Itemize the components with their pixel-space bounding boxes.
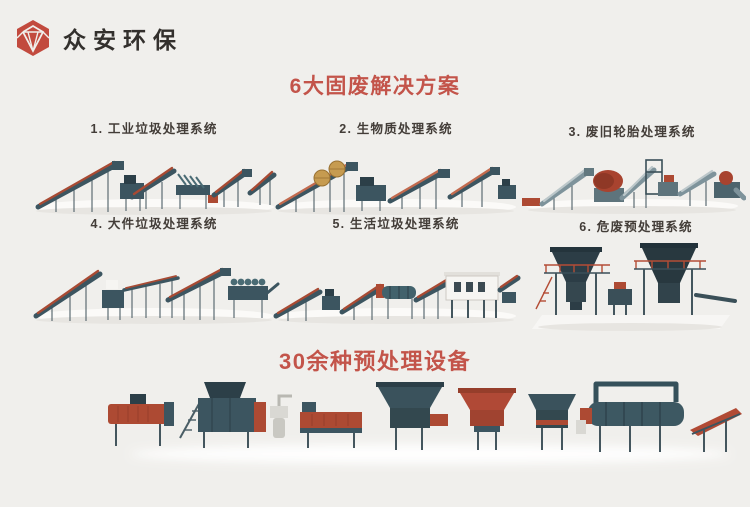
solution-item-bulky: 4. 大件垃圾处理系统 — [28, 213, 280, 326]
solution-label: 6. 危废预处理系统 — [579, 220, 693, 234]
solution-label: 3. 废旧轮胎处理系统 — [568, 125, 696, 139]
solution-item-biomass: 2. 生物质处理系统 — [270, 118, 522, 217]
equipment-illustration — [100, 368, 748, 472]
solution-item-tires: 3. 废旧轮胎处理系统 — [518, 121, 746, 216]
bulky-waste-line-illustration — [33, 267, 280, 324]
solution-label: 4. 大件垃圾处理系统 — [90, 217, 218, 231]
hazardous-waste-line-illustration — [532, 243, 737, 331]
solution-item-hazardous: 6. 危废预处理系统 — [530, 216, 742, 335]
pretreatment-equipment-row-illustration — [108, 381, 742, 464]
household-waste-line-illustration — [273, 272, 521, 324]
equipment-title: 30余种预处理设备 — [279, 349, 471, 374]
biomass-line-illustration — [275, 160, 516, 215]
solution-label: 2. 生物质处理系统 — [339, 122, 453, 136]
gem-hexagon-icon — [16, 20, 50, 56]
solution-item-industrial: 1. 工业垃圾处理系统 — [28, 118, 280, 217]
solutions-title: 6大固废解决方案 — [289, 75, 461, 98]
brand-header: 众安环保 — [13, 18, 183, 58]
brand-name: 众安环保 — [63, 27, 183, 53]
solution-label: 5. 生活垃圾处理系统 — [332, 217, 460, 231]
solution-label: 1. 工业垃圾处理系统 — [90, 122, 218, 136]
solution-item-household: 5. 生活垃圾处理系统 — [270, 213, 522, 326]
tire-recycling-line-illustration — [522, 159, 746, 214]
industrial-waste-line-illustration — [34, 160, 277, 215]
